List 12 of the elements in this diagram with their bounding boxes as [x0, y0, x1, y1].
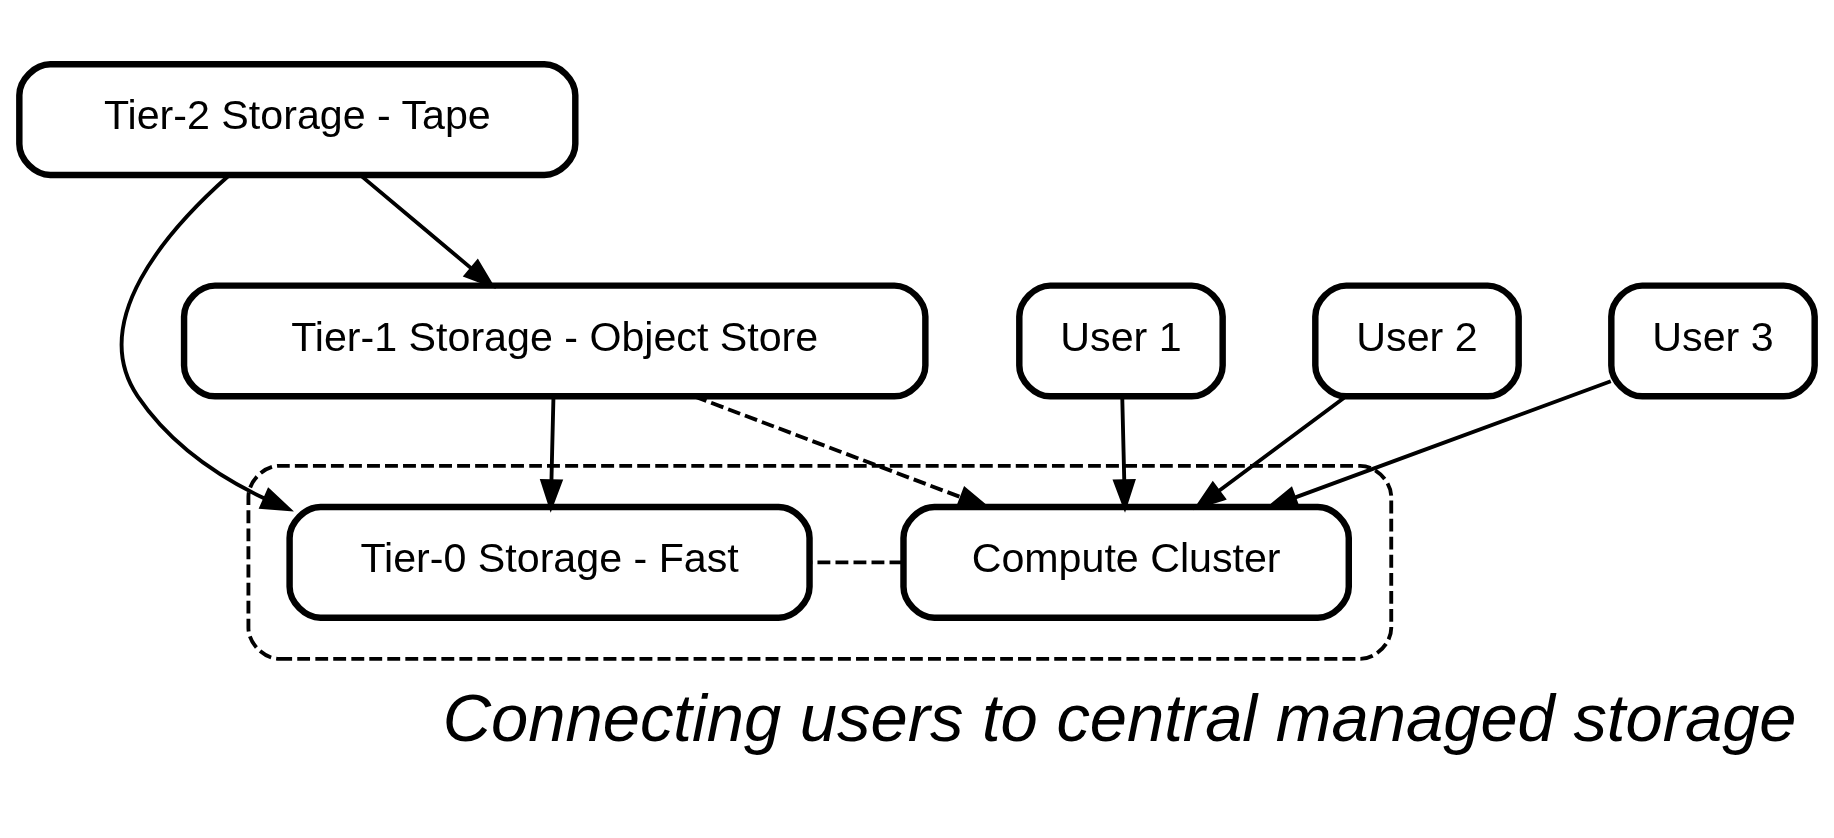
cluster: [246, 463, 1394, 661]
node-box: Tier-2 Storage - Tape: [16, 60, 579, 178]
arrow: [1112, 396, 1136, 513]
arrow: [539, 396, 564, 513]
node-box: User 2: [1312, 281, 1522, 400]
caption: Connecting users to central managed storage: [442, 679, 1797, 755]
node-box: Tier-1 Storage - Object Store: [180, 281, 929, 400]
node-box: Tier-0 Storage - Fast: [286, 503, 813, 621]
node-box: Compute Cluster: [900, 503, 1352, 621]
node-box: User 3: [1608, 281, 1818, 400]
connector: [809, 559, 903, 564]
node-box: User 1: [1016, 281, 1226, 400]
